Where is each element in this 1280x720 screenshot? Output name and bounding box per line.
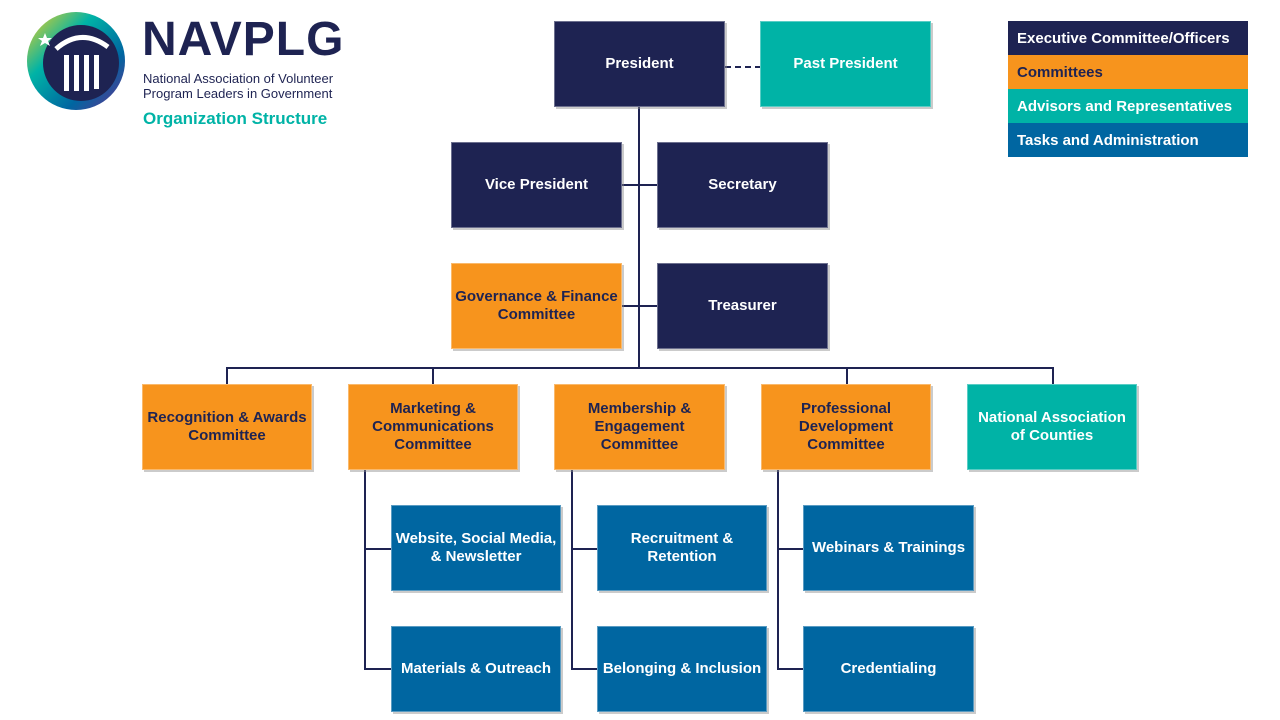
node-president-label: President xyxy=(605,55,674,72)
connector-past-president xyxy=(725,66,761,68)
node-treasurer: Treasurer xyxy=(657,263,828,349)
node-professional-development-label: Professional Development Committee xyxy=(798,400,894,453)
page-caption: Organization Structure xyxy=(143,109,328,128)
node-webinars-trainings: Webinars & Trainings xyxy=(803,505,974,591)
node-national-association-counties: National Association of Counties xyxy=(967,384,1137,470)
node-membership-engagement-label: Membership & Engagement Committee xyxy=(587,400,692,453)
connector-committee-bar xyxy=(226,367,1054,369)
connector-membership-tasks xyxy=(571,470,573,670)
connector-vp-secretary xyxy=(621,184,658,186)
connector-trunk xyxy=(638,106,640,369)
node-recruitment-retention-label: Recruitment & Retention xyxy=(630,530,734,565)
connector-marketing-tasks xyxy=(364,470,366,670)
connector-drop-recognition xyxy=(226,367,228,384)
node-recognition-awards-label: Recognition & Awards Committee xyxy=(147,409,307,444)
node-recognition-awards: Recognition & Awards Committee xyxy=(142,384,312,470)
node-belonging-inclusion-label: Belonging & Inclusion xyxy=(602,660,762,677)
node-vice-president-label: Vice President xyxy=(484,176,589,193)
connector-drop-professional xyxy=(846,367,848,384)
connector-drop-naco xyxy=(1052,367,1054,384)
node-secretary: Secretary xyxy=(657,142,828,228)
navplg-logo xyxy=(26,11,126,111)
legend-item-tasks: Tasks and Administration xyxy=(1008,123,1248,157)
connector-webinars xyxy=(777,548,805,550)
node-governance-finance: Governance & Finance Committee xyxy=(451,263,622,349)
node-governance-finance-label: Governance & Finance Committee xyxy=(455,288,618,323)
node-recruitment-retention: Recruitment & Retention xyxy=(597,505,767,591)
logo-subtitle-line1: National Association of Volunteer xyxy=(143,71,334,86)
node-website-social-newsletter-label: Website, Social Media, & Newsletter xyxy=(395,530,557,565)
node-credentialing: Credentialing xyxy=(803,626,974,712)
logo-subtitle: National Association of Volunteer Progra… xyxy=(143,71,383,102)
connector-recruitment xyxy=(571,548,599,550)
node-professional-development: Professional Development Committee xyxy=(761,384,931,470)
node-president: President xyxy=(554,21,725,107)
connector-materials xyxy=(364,668,392,670)
node-national-association-counties-label: National Association of Counties xyxy=(978,409,1126,444)
node-credentialing-label: Credentialing xyxy=(840,660,937,677)
node-secretary-label: Secretary xyxy=(708,176,777,193)
node-website-social-newsletter: Website, Social Media, & Newsletter xyxy=(391,505,561,591)
connector-drop-marketing xyxy=(432,367,434,384)
connector-credentialing xyxy=(777,668,805,670)
logo-emblem-icon xyxy=(27,12,125,110)
connector-belonging xyxy=(571,668,599,670)
node-past-president-label: Past President xyxy=(793,55,898,72)
node-treasurer-label: Treasurer xyxy=(708,297,777,314)
connector-website xyxy=(364,548,392,550)
node-past-president: Past President xyxy=(760,21,931,107)
legend-item-advisors: Advisors and Representatives xyxy=(1008,89,1248,123)
node-membership-engagement: Membership & Engagement Committee xyxy=(554,384,725,470)
node-belonging-inclusion: Belonging & Inclusion xyxy=(597,626,767,712)
logo-subtitle-line2: Program Leaders in Government xyxy=(143,85,333,101)
node-marketing-communications-label: Marketing & Communications Committee xyxy=(372,400,494,453)
logo-title: NAVPLG xyxy=(142,13,345,66)
connector-professional-tasks xyxy=(777,470,779,670)
legend-item-committees: Committees xyxy=(1008,55,1248,89)
node-marketing-communications: Marketing & Communications Committee xyxy=(348,384,518,470)
node-vice-president: Vice President xyxy=(451,142,622,228)
connector-governance-treasurer xyxy=(621,305,658,307)
node-materials-outreach-label: Materials & Outreach xyxy=(400,660,552,677)
node-materials-outreach: Materials & Outreach xyxy=(391,626,561,712)
legend-item-executive: Executive Committee/Officers xyxy=(1008,21,1248,55)
node-webinars-trainings-label: Webinars & Trainings xyxy=(811,539,966,556)
